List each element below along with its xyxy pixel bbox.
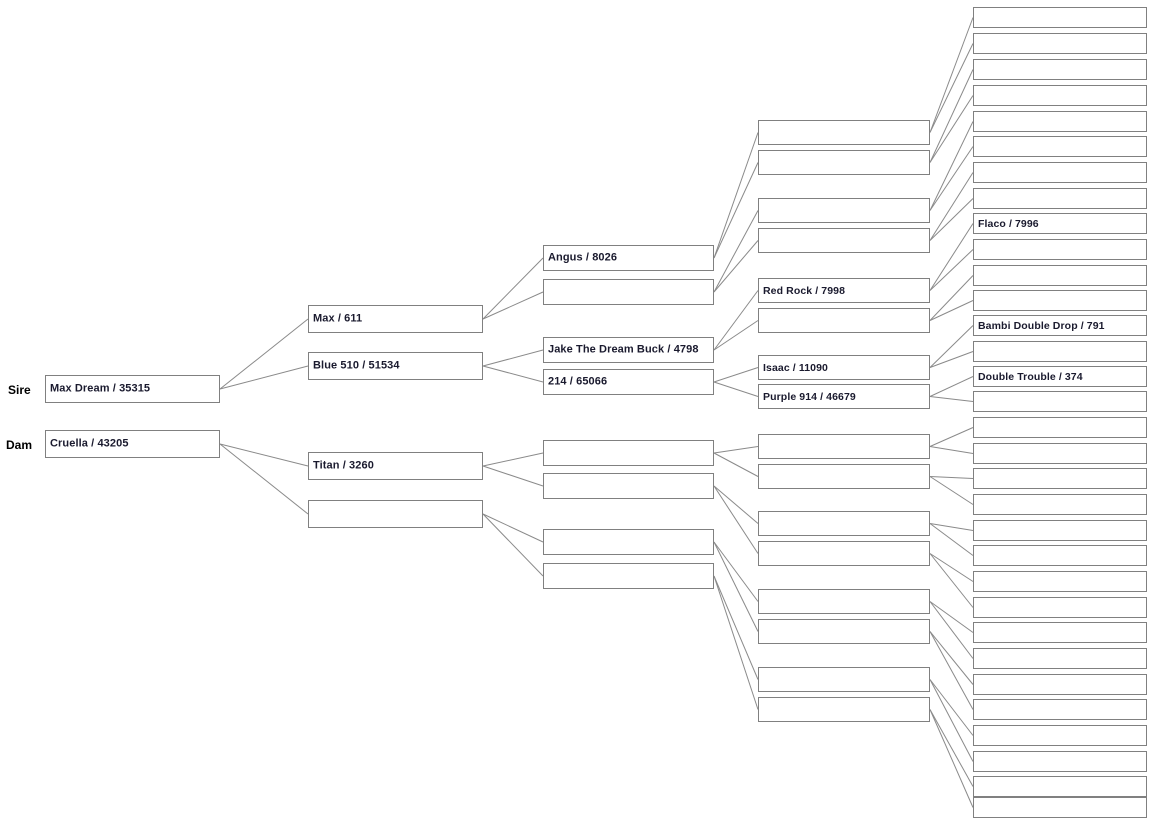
pedigree-box-gen1-1[interactable]: Cruella / 43205: [45, 430, 220, 458]
pedigree-box-gen5-23[interactable]: [973, 597, 1147, 618]
pedigree-box-gen3-7[interactable]: [543, 563, 714, 589]
pedigree-box-gen5-7[interactable]: [973, 188, 1147, 209]
pedigree-box-label: Bambi Double Drop / 791: [978, 319, 1105, 332]
pedigree-box-gen5-24[interactable]: [973, 622, 1147, 643]
pedigree-box-gen5-2[interactable]: [973, 59, 1147, 80]
pedigree-box-gen5-8[interactable]: Flaco / 7996: [973, 213, 1147, 234]
pedigree-box-gen5-4[interactable]: [973, 111, 1147, 132]
pedigree-box-label: Purple 914 / 46679: [763, 390, 856, 403]
pedigree-box-gen4-9[interactable]: [758, 464, 930, 489]
pedigree-box-label: 214 / 65066: [548, 375, 608, 388]
pedigree-box-label: Red Rock / 7998: [763, 284, 846, 297]
pedigree-box-gen3-0[interactable]: Angus / 8026: [543, 245, 714, 271]
pedigree-box-gen5-1[interactable]: [973, 33, 1147, 54]
pedigree-box-gen5-25[interactable]: [973, 648, 1147, 669]
pedigree-box-gen3-4[interactable]: [543, 440, 714, 466]
pedigree-box-gen4-15[interactable]: [758, 697, 930, 722]
pedigree-box-label: Angus / 8026: [548, 251, 618, 264]
pedigree-box-gen2-0[interactable]: Max / 611: [308, 305, 483, 333]
pedigree-box-gen5-14[interactable]: Double Trouble / 374: [973, 366, 1147, 387]
pedigree-box-gen5-17[interactable]: [973, 443, 1147, 464]
pedigree-box-gen4-4[interactable]: Red Rock / 7998: [758, 278, 930, 303]
pedigree-box-gen5-22[interactable]: [973, 571, 1147, 592]
pedigree-box-gen5-16[interactable]: [973, 417, 1147, 438]
pedigree-box-gen5-5[interactable]: [973, 136, 1147, 157]
dam-label: Dam: [6, 438, 33, 452]
pedigree-box-gen5-11[interactable]: [973, 290, 1147, 311]
pedigree-box-gen2-2[interactable]: Titan / 3260: [308, 452, 483, 480]
pedigree-box-label: Isaac / 11090: [763, 361, 828, 374]
pedigree-box-gen4-7[interactable]: Purple 914 / 46679: [758, 384, 930, 409]
pedigree-box-gen3-6[interactable]: [543, 529, 714, 555]
pedigree-box-gen4-3[interactable]: [758, 228, 930, 253]
pedigree-box-gen4-0[interactable]: [758, 120, 930, 145]
pedigree-box-gen1-0[interactable]: Max Dream / 35315: [45, 375, 220, 403]
pedigree-box-label: Double Trouble / 374: [978, 370, 1083, 383]
pedigree-box-gen5-12[interactable]: Bambi Double Drop / 791: [973, 315, 1147, 336]
pedigree-box-gen3-3[interactable]: 214 / 65066: [543, 369, 714, 395]
pedigree-box-gen5-10[interactable]: [973, 265, 1147, 286]
pedigree-box-gen5-18[interactable]: [973, 468, 1147, 489]
pedigree-box-gen4-1[interactable]: [758, 150, 930, 175]
pedigree-box-gen5-21[interactable]: [973, 545, 1147, 566]
pedigree-box-label: Cruella / 43205: [50, 437, 129, 450]
pedigree-box-gen5-28[interactable]: [973, 725, 1147, 746]
sire-label: Sire: [8, 383, 31, 397]
pedigree-box-gen4-14[interactable]: [758, 667, 930, 692]
pedigree-box-label: Blue 510 / 51534: [313, 359, 400, 372]
pedigree-box-gen4-2[interactable]: [758, 198, 930, 223]
pedigree-box-gen2-3[interactable]: [308, 500, 483, 528]
pedigree-box-gen5-3[interactable]: [973, 85, 1147, 106]
pedigree-box-gen5-27[interactable]: [973, 699, 1147, 720]
pedigree-box-gen5-20[interactable]: [973, 520, 1147, 541]
pedigree-box-gen4-8[interactable]: [758, 434, 930, 459]
pedigree-box-gen5-31[interactable]: [973, 797, 1147, 818]
pedigree-box-gen5-29[interactable]: [973, 751, 1147, 772]
pedigree-box-gen5-9[interactable]: [973, 239, 1147, 260]
pedigree-box-gen2-1[interactable]: Blue 510 / 51534: [308, 352, 483, 380]
pedigree-box-gen5-19[interactable]: [973, 494, 1147, 515]
pedigree-box-label: Max / 611: [313, 312, 363, 325]
pedigree-box-gen4-10[interactable]: [758, 511, 930, 536]
pedigree-box-gen4-11[interactable]: [758, 541, 930, 566]
pedigree-box-gen5-0[interactable]: [973, 7, 1147, 28]
pedigree-box-gen4-13[interactable]: [758, 619, 930, 644]
pedigree-box-label: Flaco / 7996: [978, 217, 1039, 230]
pedigree-box-gen5-15[interactable]: [973, 391, 1147, 412]
pedigree-box-gen4-5[interactable]: [758, 308, 930, 333]
pedigree-box-label: Jake The Dream Buck / 4798: [548, 343, 699, 356]
pedigree-box-gen3-1[interactable]: [543, 279, 714, 305]
pedigree-box-gen5-26[interactable]: [973, 674, 1147, 695]
pedigree-box-gen4-12[interactable]: [758, 589, 930, 614]
pedigree-box-gen5-6[interactable]: [973, 162, 1147, 183]
pedigree-box-label: Max Dream / 35315: [50, 382, 151, 395]
pedigree-box-label: Titan / 3260: [313, 459, 374, 472]
pedigree-box-gen5-30[interactable]: [973, 776, 1147, 797]
pedigree-box-gen4-6[interactable]: Isaac / 11090: [758, 355, 930, 380]
pedigree-box-gen5-13[interactable]: [973, 341, 1147, 362]
pedigree-box-gen3-5[interactable]: [543, 473, 714, 499]
pedigree-box-gen3-2[interactable]: Jake The Dream Buck / 4798: [543, 337, 714, 363]
